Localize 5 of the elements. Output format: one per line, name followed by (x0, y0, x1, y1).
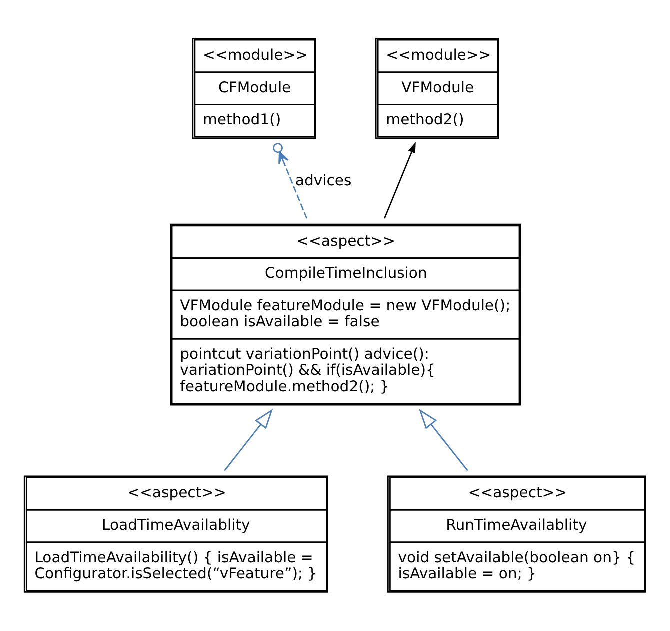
arrow (419, 409, 468, 472)
arrow (273, 143, 308, 219)
edge-label: advices (295, 172, 352, 190)
arrow (384, 142, 416, 219)
arrow (224, 409, 274, 472)
